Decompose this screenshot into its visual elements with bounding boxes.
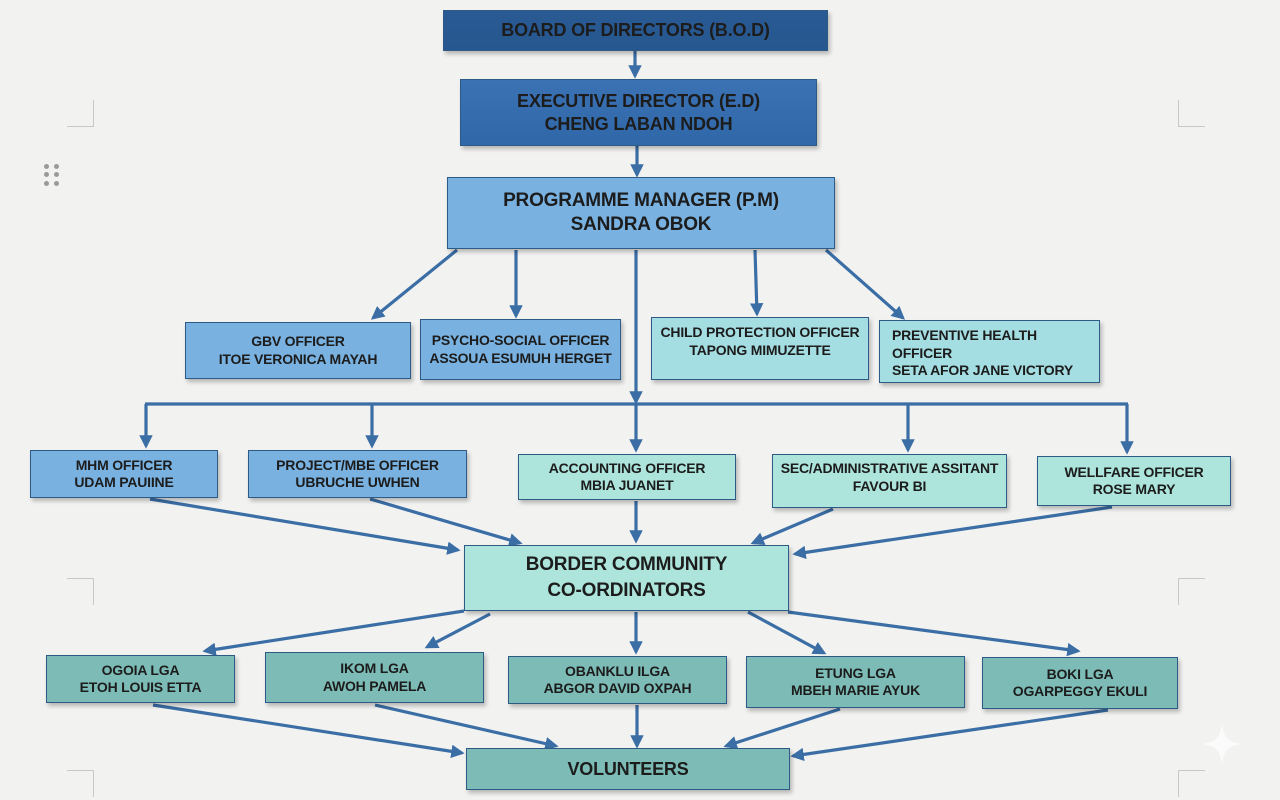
lga-box-ikom: IKOM LGA AWOH PAMELA <box>265 652 484 703</box>
staff-title: PROJECT/MBE OFFICER <box>276 456 439 473</box>
corner-mark <box>1178 100 1205 127</box>
executive-title: EXECUTIVE DIRECTOR (E.D) <box>517 91 760 111</box>
drag-handle-icon[interactable] <box>44 164 60 186</box>
arrow-pm-to-gbv <box>370 248 459 320</box>
lga-title: OBANKLU ILGA <box>565 662 670 679</box>
lga-box-boki: BOKI LGA OGARPEGGY EKULI <box>982 657 1178 709</box>
lga-box-obanklu: OBANKLU ILGA ABGOR DAVID OXPAH <box>508 656 727 704</box>
officer-title: PREVENTIVE HEALTH OFFICER <box>892 327 1037 361</box>
lga-name: AWOH PAMELA <box>322 677 427 694</box>
manager-title: PROGRAMME MANAGER (P.M) <box>503 190 779 212</box>
arrow-mhm-to-coord <box>149 497 461 555</box>
officer-box-gbv: GBV OFFICER ITOE VERONICA MAYAH <box>185 322 411 379</box>
arrow-coord-to-ikom <box>424 612 491 649</box>
arrow-sec-to-coord <box>750 507 834 545</box>
lga-name: ETOH LOUIS ETTA <box>79 679 202 695</box>
staff-name: UBRUCHE UWHEN <box>295 474 420 490</box>
corner-mark <box>67 578 94 605</box>
corner-mark <box>67 770 94 797</box>
arrow-pm-to-preventive <box>824 248 906 320</box>
volunteers-box: VOLUNTEERS <box>466 748 790 790</box>
lga-title: IKOM LGA <box>340 660 409 676</box>
coordinators-line2: CO-ORDINATORS <box>547 580 706 601</box>
board-title: BOARD OF DIRECTORS (B.O.D) <box>501 20 770 41</box>
arrow-ogoia-to-vol <box>152 703 465 758</box>
corner-mark <box>1178 770 1205 797</box>
staff-name: MBIA JUANET <box>580 477 674 493</box>
officer-name: ASSOUA ESUMUH HERGET <box>429 349 612 366</box>
executive-name: CHENG LABAN NDOH <box>544 113 733 134</box>
border-community-coordinators-box: BORDER COMMUNITY CO-ORDINATORS <box>464 545 789 611</box>
coordinators-line1: BORDER COMMUNITY <box>525 554 728 576</box>
lga-name: ABGOR DAVID OXPAH <box>543 680 692 696</box>
arrow-ikom-to-vol <box>374 703 559 751</box>
arrow-pm-to-child <box>749 249 764 317</box>
volunteers-title: VOLUNTEERS <box>567 758 689 779</box>
lga-name: OGARPEGGY EKULI <box>1012 683 1148 699</box>
lga-title: BOKI LGA <box>1046 665 1114 682</box>
programme-manager-box: PROGRAMME MANAGER (P.M) SANDRA OBOK <box>447 177 835 249</box>
staff-title: MHM OFFICER <box>75 456 173 473</box>
staff-box-accounting: ACCOUNTING OFFICER MBIA JUANET <box>518 454 736 500</box>
staff-name: UDAM PAUIINE <box>74 474 174 490</box>
officer-box-preventive-health: PREVENTIVE HEALTH OFFICER SETA AFOR JANE… <box>879 320 1100 383</box>
arrow-etung-to-vol <box>723 707 841 750</box>
officer-box-psycho-social: PSYCHO-SOCIAL OFFICER ASSOUA ESUMUH HERG… <box>420 319 621 380</box>
officer-title: CHILD PROTECTION OFFICER <box>660 324 860 340</box>
lga-name: MBEH MARIE AYUK <box>791 682 920 698</box>
staff-box-project-mbe: PROJECT/MBE OFFICER UBRUCHE UWHEN <box>248 450 467 498</box>
staff-title: ACCOUNTING OFFICER <box>548 459 706 476</box>
staff-title: WELLFARE OFFICER <box>1064 463 1204 480</box>
corner-mark <box>67 100 94 127</box>
staff-name: FAVOUR BI <box>852 477 927 494</box>
lga-box-ogoia: OGOIA LGA ETOH LOUIS ETTA <box>46 655 235 703</box>
officer-name: TAPONG MIMUZETTE <box>689 341 831 358</box>
arrow-coord-to-boki <box>787 610 1081 657</box>
corner-mark <box>1178 578 1205 605</box>
arrow-coord-to-etung <box>747 610 827 655</box>
arrow-project-to-coord <box>369 497 523 547</box>
manager-name: SANDRA OBOK <box>570 214 712 235</box>
officer-box-child-protection: CHILD PROTECTION OFFICER TAPONG MIMUZETT… <box>651 317 869 380</box>
lga-title: OGOIA LGA <box>101 661 180 678</box>
executive-director-box: EXECUTIVE DIRECTOR (E.D) CHENG LABAN NDO… <box>460 79 817 146</box>
arrow-welfare-to-coord <box>792 505 1113 560</box>
officer-title: PSYCHO-SOCIAL OFFICER <box>431 332 610 348</box>
arrow-coord-to-ogoia <box>202 609 465 657</box>
board-of-directors-box: BOARD OF DIRECTORS (B.O.D) <box>443 10 828 51</box>
staff-title: SEC/ADMINISTRATIVE ASSITANT <box>780 460 999 476</box>
officer-name: SETA AFOR JANE VICTORY <box>892 362 1073 378</box>
staff-box-sec-admin: SEC/ADMINISTRATIVE ASSITANT FAVOUR BI <box>772 454 1007 508</box>
lga-title: ETUNG LGA <box>815 664 896 681</box>
staff-box-welfare: WELLFARE OFFICER ROSE MARY <box>1037 456 1231 506</box>
arrow-boki-to-vol <box>790 708 1109 762</box>
staff-name: ROSE MARY <box>1092 481 1176 497</box>
sparkle-icon <box>1202 724 1242 764</box>
officer-title: GBV OFFICER <box>251 333 345 349</box>
officer-name: ITOE VERONICA MAYAH <box>218 350 378 367</box>
lga-box-etung: ETUNG LGA MBEH MARIE AYUK <box>746 656 965 708</box>
staff-box-mhm: MHM OFFICER UDAM PAUIINE <box>30 450 218 498</box>
